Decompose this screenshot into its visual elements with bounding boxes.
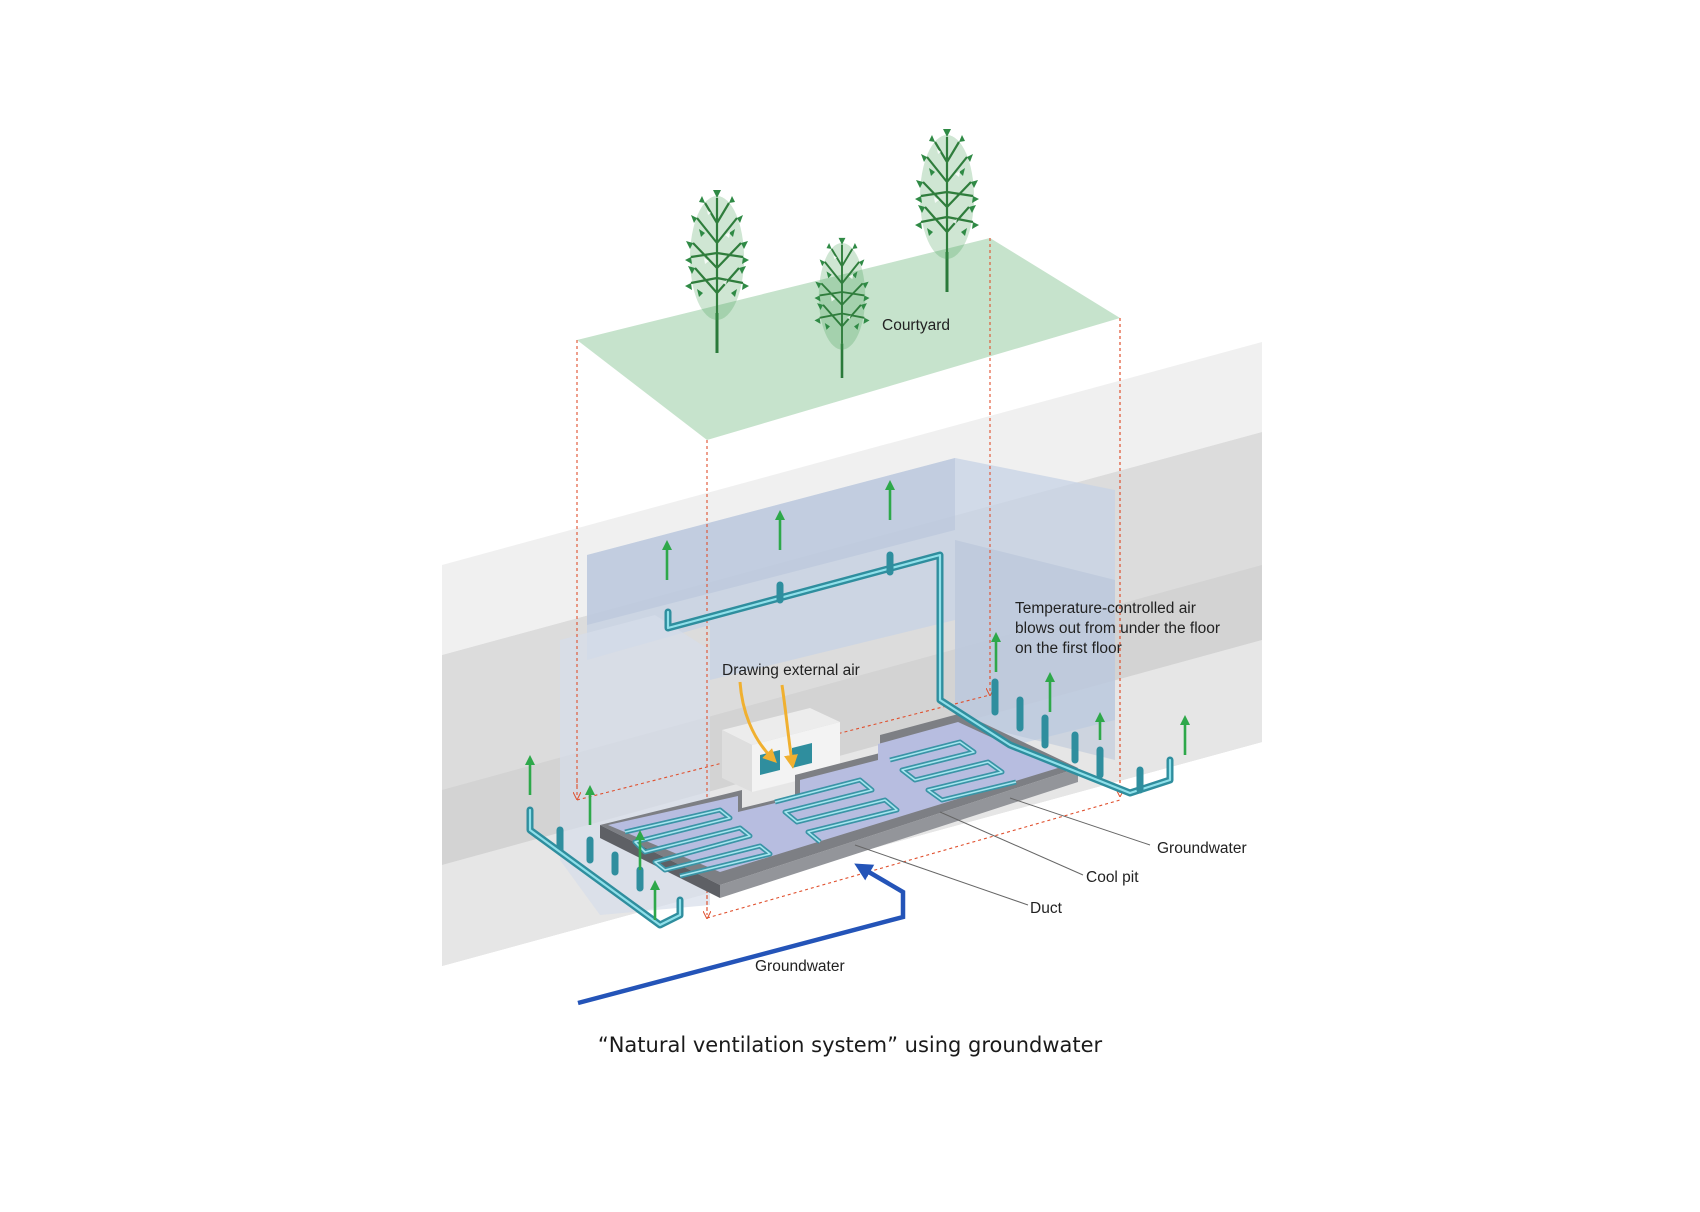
label-groundwater-right: Groundwater (1157, 840, 1247, 857)
leader-lines (854, 797, 1151, 906)
label-duct: Duct (1030, 900, 1063, 917)
label-groundwater-bottom: Groundwater (755, 958, 845, 975)
guide-lines (577, 238, 1120, 918)
cool-pit (600, 713, 1078, 898)
external-air-arrows (738, 681, 798, 769)
groundwater-arrow-icon (577, 863, 906, 1006)
duct-network (526, 551, 1174, 929)
label-temperature-line2: blows out from under the floor (1015, 620, 1220, 637)
air-flow-arrows (525, 480, 1190, 920)
label-temperature-line1: Temperature-controlled air (1015, 600, 1196, 617)
figure-caption: “Natural ventilation system” using groun… (598, 1033, 1103, 1057)
building-volume (560, 458, 1115, 915)
label-courtyard: Courtyard (882, 317, 950, 334)
label-temperature-line3: on the first floor (1015, 640, 1122, 657)
label-cool-pit: Cool pit (1086, 869, 1139, 886)
external-air-arrow-icon (780, 684, 798, 769)
label-drawing-external-air: Drawing external air (722, 662, 860, 679)
cool-pit-coils (624, 739, 1017, 879)
external-air-arrow-icon (738, 681, 777, 763)
